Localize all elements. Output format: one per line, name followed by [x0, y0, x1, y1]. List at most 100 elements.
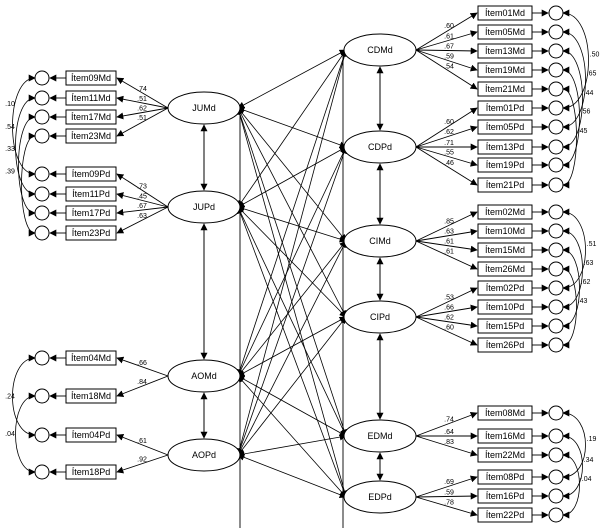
- error-circle-i05m: [548, 24, 564, 40]
- path-aopd-edpd: [237, 454, 347, 498]
- error-circle-i22p: [548, 507, 564, 523]
- error-covariances: [12, 9, 589, 519]
- error-circle-i23p: [34, 225, 50, 241]
- loading-path-i05p: [415, 125, 478, 148]
- error-circle-i23m: [34, 128, 50, 144]
- error-circle-i13m: [548, 43, 564, 59]
- covariance-i19m-i19p: [562, 66, 580, 169]
- loading-value-i09m: .74: [137, 86, 147, 93]
- indicator-label-i17p: Ítem17Pd: [72, 208, 111, 218]
- loading-path-i01m: [415, 12, 478, 51]
- indicator-box-i05p: [477, 119, 533, 135]
- loading-value-i13p: .71: [444, 140, 454, 147]
- loading-path-i02m: [415, 211, 478, 242]
- indicator-box-i09p: [65, 166, 117, 182]
- loading-value-i02p: .53: [444, 294, 454, 301]
- latent-ellipse-jumd: [167, 91, 241, 125]
- indicator-label-i17m: Ítem17Md: [71, 112, 111, 122]
- error-circle-i15m: [548, 242, 564, 258]
- indicator-box-i08m: [477, 405, 533, 421]
- covariance-i23m-i23p: [21, 132, 36, 237]
- covariance-value-i02m-i02p: .51: [587, 241, 597, 248]
- path-jumd-edmd: [236, 107, 348, 437]
- latent-ellipse-cdpd: [343, 130, 417, 164]
- error-circle-i11m: [34, 90, 50, 106]
- indicator-box-i11m: [65, 90, 117, 106]
- indicator-box-i23m: [65, 128, 117, 144]
- latent-label-jupd: JUPd: [193, 202, 215, 212]
- error-circle-i04p: [34, 427, 50, 443]
- error-circle-i18p: [34, 464, 50, 480]
- path-jupd-edpd: [236, 206, 348, 498]
- error-circle-i26m: [548, 261, 564, 277]
- indicator-label-i01m: Ítem01Md: [485, 8, 525, 18]
- loading-value-i13m: .67: [444, 43, 454, 50]
- loading-path-i04p: [116, 434, 169, 456]
- indicator-box-i18m: [65, 388, 117, 404]
- latent-label-edpd: EDPd: [368, 492, 392, 502]
- structural-paths: [200, 49, 384, 528]
- loading-value-i23m: .51: [137, 115, 147, 122]
- covariance-i10m-i10p: [562, 227, 583, 311]
- loading-path-i02p: [415, 287, 478, 318]
- loading-value-i11p: .45: [137, 193, 147, 200]
- loading-path-i19p: [415, 146, 478, 167]
- indicator-box-i16m: [477, 428, 533, 444]
- indicator-box-i16p: [477, 488, 533, 504]
- covariance-i11m-i11p: [15, 94, 36, 198]
- covariance-value-i19m-i19p: .56: [581, 108, 591, 115]
- indicator-label-i11p: Ítem11Pd: [72, 189, 110, 199]
- indicator-box-i04m: [65, 350, 117, 366]
- covariance-i17m-i17p: [18, 113, 36, 217]
- latent-label-cimd: CIMd: [369, 236, 391, 246]
- indicator-box-i17p: [65, 205, 117, 221]
- measurement-paths: [49, 9, 549, 519]
- loading-value-i15m: .61: [444, 239, 454, 246]
- indicator-box-i10p: [477, 299, 533, 315]
- loading-value-i10m: .63: [444, 229, 454, 236]
- error-circle-i05p: [548, 119, 564, 135]
- indicator-box-i13m: [477, 43, 533, 59]
- latent-label-aopd: AOPd: [192, 450, 216, 460]
- loading-path-i18m: [116, 375, 169, 397]
- indicator-label-i19m: Ítem19Md: [485, 65, 525, 75]
- covariance-i09m-i09p: [12, 74, 36, 178]
- indicator-label-i15m: Ítem15Md: [485, 245, 525, 255]
- indicator-label-i22p: Ítem22Pd: [486, 510, 525, 520]
- covariance-value-i15m-i15p: .62: [581, 279, 591, 286]
- covariance-i08m-i08p: [562, 409, 586, 481]
- error-circle-i21p: [548, 177, 564, 193]
- indicator-box-i05m: [477, 24, 533, 40]
- indicator-box-i02m: [477, 204, 533, 220]
- latent-ellipse-aomd: [167, 359, 241, 393]
- loading-path-i08p: [415, 475, 478, 498]
- covariance-value-i08m-i08p: .19: [587, 436, 597, 443]
- indicator-label-i18m: Ítem18Md: [71, 391, 111, 401]
- loading-path-i15m: [415, 240, 478, 253]
- loading-value-i02m: .85: [444, 218, 454, 225]
- indicator-label-i09p: Ítem09Pd: [72, 169, 111, 179]
- indicator-label-i16p: Ítem16Pd: [486, 491, 525, 501]
- indicator-box-i15p: [477, 318, 533, 334]
- loading-value-i04p: .61: [137, 438, 147, 445]
- error-circle-i09p: [34, 166, 50, 182]
- covariance-i13m-i13p: [562, 47, 583, 151]
- loading-value-i16p: .59: [444, 489, 454, 496]
- indicator-label-i08p: Ítem08Pd: [486, 472, 525, 482]
- covariance-value-i21m-i21p: .45: [578, 128, 588, 135]
- covariance-i21m-i21p: [562, 85, 577, 189]
- error-circle-i19m: [548, 62, 564, 78]
- error-circle-i22m: [548, 447, 564, 463]
- loading-path-i13m: [415, 47, 478, 55]
- path-aopd-edmd: [237, 433, 347, 458]
- error-circle-i17m: [34, 109, 50, 125]
- error-circle-i08m: [548, 405, 564, 421]
- nodes: Ítem09Md.74Ítem11Md.51Ítem17Md.62Ítem23M…: [5, 5, 599, 523]
- indicator-label-i18p: Ítem18Pd: [72, 467, 111, 477]
- error-circle-i02m: [548, 204, 564, 220]
- loading-value-i01m: .60: [444, 23, 454, 30]
- error-circle-i02p: [548, 280, 564, 296]
- indicator-label-i11m: Ítem11Md: [71, 93, 110, 103]
- loading-value-i05p: .62: [444, 129, 454, 136]
